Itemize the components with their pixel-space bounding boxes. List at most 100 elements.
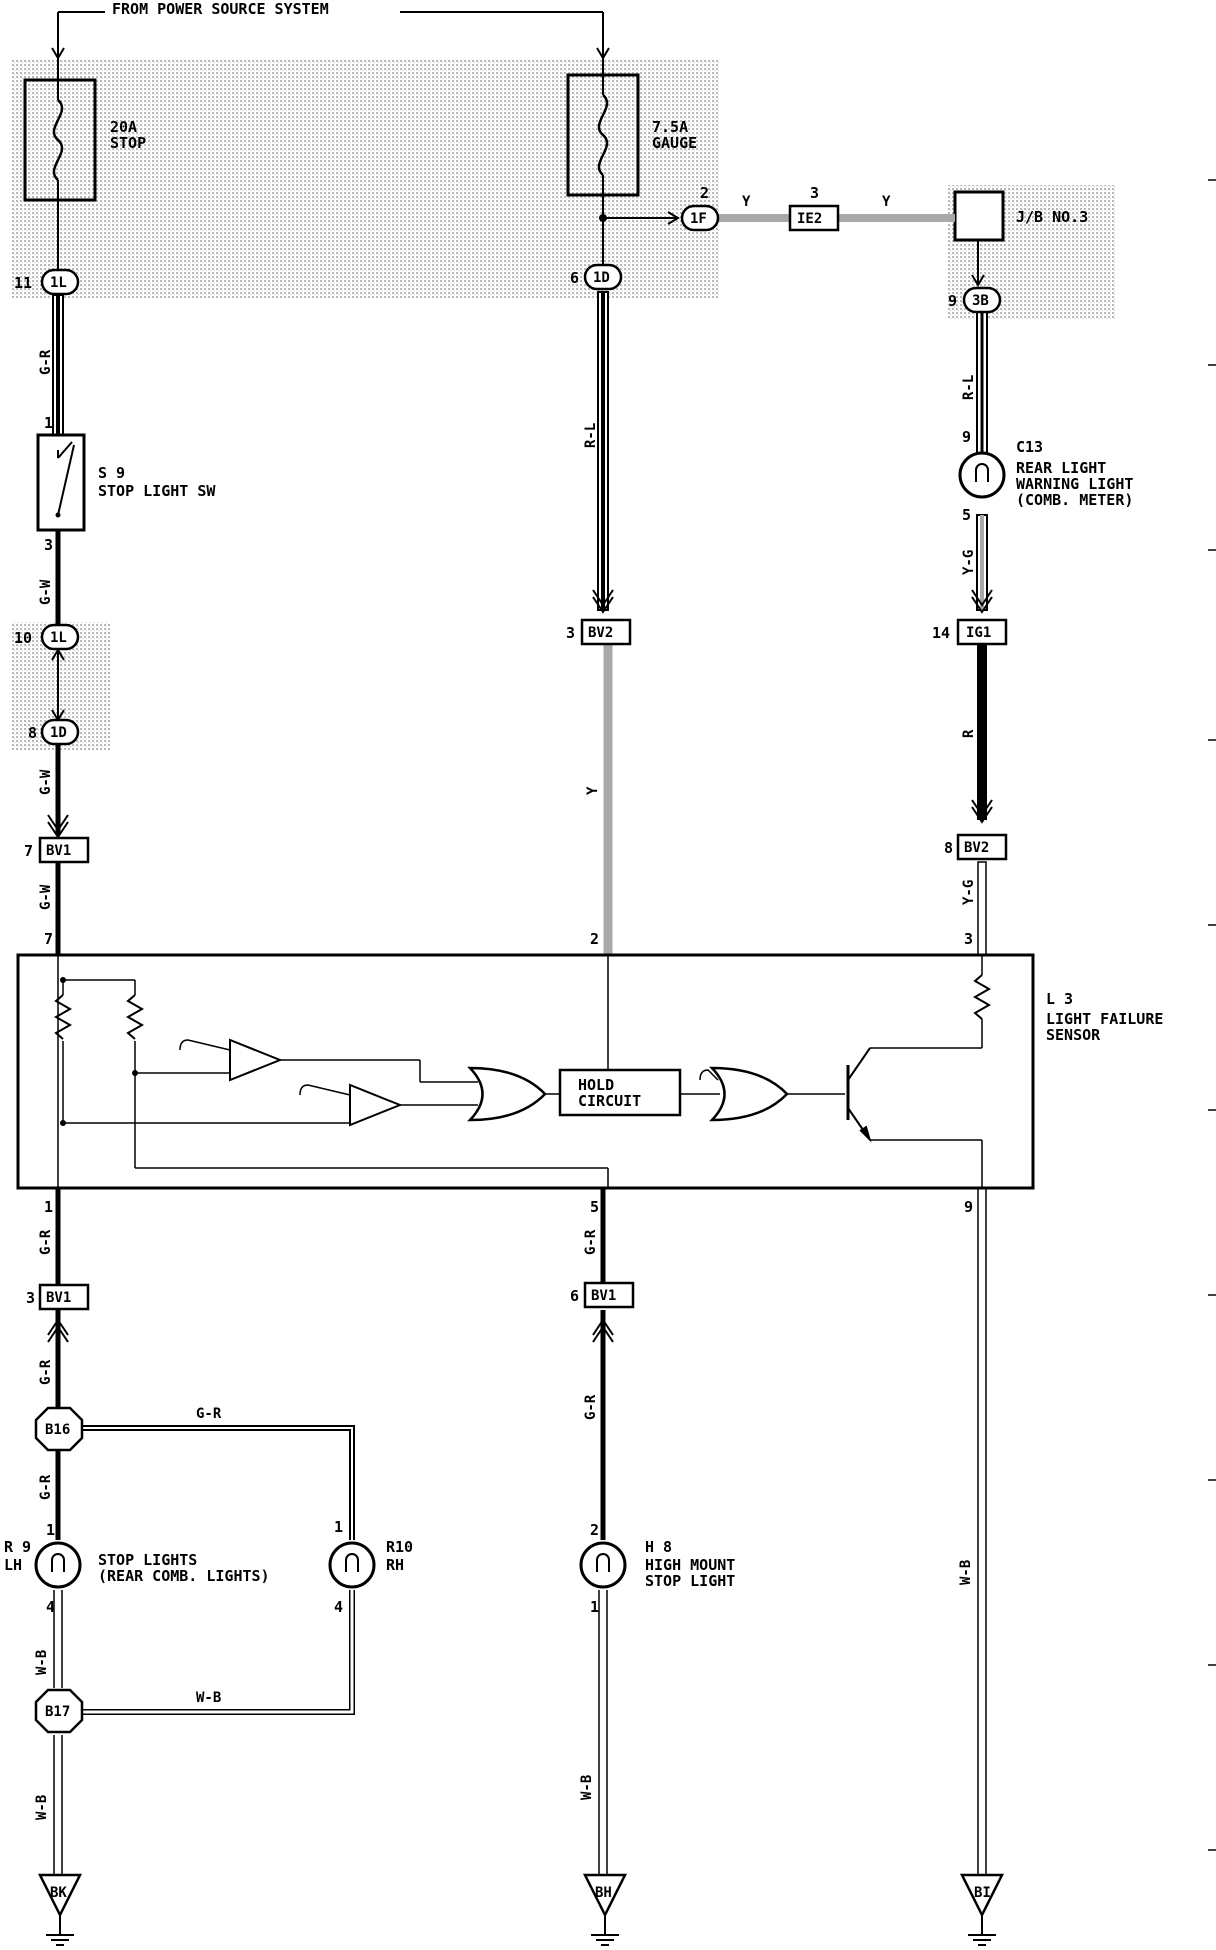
ground-bi: BI <box>959 1873 1005 1946</box>
pin-2-l3: 2 <box>590 930 599 948</box>
connector-bv1-a: BV1 7 <box>24 836 90 864</box>
svg-text:BI: BI <box>974 1885 991 1901</box>
connector-1l-mid: 1L 10 <box>14 623 80 651</box>
pin-5-l3: 5 <box>590 1198 599 1216</box>
junction-block-3: J/B NO.3 <box>953 190 1088 242</box>
svg-text:B17: B17 <box>45 1704 70 1720</box>
junction-b17: B17 <box>34 1688 84 1734</box>
ground-bh: BH <box>582 1873 628 1946</box>
pin-3-bv1: 3 <box>26 1289 35 1307</box>
svg-text:3B: 3B <box>972 293 989 309</box>
pin-1-l3: 1 <box>44 1198 53 1216</box>
pin-2-h8: 2 <box>590 1521 599 1539</box>
wire-label: G-R <box>38 1359 54 1385</box>
connector-1f: 1F 2 <box>680 184 720 232</box>
svg-text:BK: BK <box>50 1885 67 1901</box>
pin-2-1f: 2 <box>700 184 709 202</box>
r9-line1: STOP LIGHTS <box>98 1551 197 1569</box>
wire-label: R-L <box>583 423 599 448</box>
pin-5-c13: 5 <box>962 506 971 524</box>
wire-label: G-W <box>38 579 54 605</box>
l3-line2: SENSOR <box>1046 1026 1101 1044</box>
wire-label: G-R <box>583 1229 599 1255</box>
svg-text:BV1: BV1 <box>46 1290 71 1306</box>
svg-text:IE2: IE2 <box>797 211 822 227</box>
r9-side: LH <box>4 1556 22 1574</box>
fuse-stop-name: STOP <box>110 134 146 152</box>
r9-id: R 9 <box>4 1538 31 1556</box>
l3-line1: LIGHT FAILURE <box>1046 1010 1163 1028</box>
wire-label-y-top1: Y <box>742 194 751 210</box>
pin-7-bv1: 7 <box>24 842 33 860</box>
pin-9-3b: 9 <box>948 292 957 310</box>
s9-id: S 9 <box>98 464 125 482</box>
c13-id: C13 <box>1016 438 1043 456</box>
pin-1-h8: 1 <box>590 1598 599 1616</box>
right-column-wires <box>971 311 993 1875</box>
svg-text:BV1: BV1 <box>46 843 71 859</box>
svg-text:IG1: IG1 <box>966 625 991 641</box>
c13-line1: REAR LIGHT <box>1016 459 1106 477</box>
connector-ig1: IG1 14 <box>932 618 1008 646</box>
pin-3-ie2: 3 <box>810 184 819 202</box>
wire-label: G-W <box>38 769 54 795</box>
rear-light-warning-light: 9 5 C13 REAR LIGHT WARNING LIGHT (COMB. … <box>958 428 1133 524</box>
hold-circuit-line1: HOLD <box>578 1076 614 1094</box>
pin-1-s9: 1 <box>44 414 53 432</box>
r9-line2: (REAR COMB. LIGHTS) <box>98 1567 270 1585</box>
wire-label: G-R <box>38 349 54 375</box>
pin-1-r9: 1 <box>46 1521 55 1539</box>
pin-7-l3: 7 <box>44 930 53 948</box>
pin-3-s9: 3 <box>44 536 53 554</box>
wire-label: W-B <box>958 1560 974 1585</box>
connector-bv2-a: BV2 3 <box>566 618 632 646</box>
pin-8-bv2: 8 <box>944 839 953 857</box>
svg-text:1L: 1L <box>50 275 67 291</box>
s9-name: STOP LIGHT SW <box>98 482 216 500</box>
stop-light-lh: 1 4 R 9 LH STOP LIGHTS (REAR COMB. LIGHT… <box>4 1521 270 1616</box>
l3-id: L 3 <box>1046 990 1073 1008</box>
wire-label-wb-horizontal: W-B <box>196 1690 221 1706</box>
wire-label: R <box>961 729 977 738</box>
pin-4-r10: 4 <box>334 1598 343 1616</box>
svg-text:1D: 1D <box>50 725 67 741</box>
light-failure-sensor: HOLD CIRCUIT 7 2 3 1 5 9 L 3 LIGHT FAILU… <box>16 930 1163 1216</box>
fuse-gauge-rating: 7.5A <box>652 118 688 136</box>
fuse-gauge: 7.5A GAUGE <box>566 58 697 197</box>
connector-bv2-b: BV2 8 <box>944 833 1008 861</box>
wire-label: W-B <box>579 1775 595 1800</box>
svg-text:BV1: BV1 <box>591 1288 616 1304</box>
fuse-stop-rating: 20A <box>110 118 137 136</box>
junction-b16: B16 <box>34 1406 84 1452</box>
pin-9-l3: 9 <box>964 1198 973 1216</box>
svg-text:B16: B16 <box>45 1422 70 1438</box>
pin-6-bv1: 6 <box>570 1287 579 1305</box>
r10-side: RH <box>386 1556 404 1574</box>
ground-bk: BK <box>37 1873 83 1946</box>
source-label: FROM POWER SOURCE SYSTEM <box>112 0 329 18</box>
gauge-branch <box>599 195 985 287</box>
svg-text:1F: 1F <box>690 211 707 227</box>
shaded-area-junction <box>12 60 720 298</box>
h8-id: H 8 <box>645 1538 672 1556</box>
stop-light-rh: 1 4 R10 RH <box>328 1518 413 1616</box>
wire-label: W-B <box>34 1650 50 1675</box>
pin-14: 14 <box>932 624 950 642</box>
pin-6: 6 <box>570 269 579 287</box>
fuse-stop: 20A STOP <box>23 58 146 202</box>
connector-bv1-c: BV1 6 <box>570 1281 635 1309</box>
wire-label: G-R <box>583 1394 599 1420</box>
pin-3-l3: 3 <box>964 930 973 948</box>
connector-1l-top: 1L 11 <box>14 268 80 296</box>
wire-label: G-R <box>38 1229 54 1255</box>
power-source-header: FROM POWER SOURCE SYSTEM <box>51 0 610 60</box>
wire-label: R-L <box>961 375 977 400</box>
wire-label: W-B <box>34 1795 50 1820</box>
c13-line3: (COMB. METER) <box>1016 491 1133 509</box>
high-mount-stop-light: 2 1 H 8 HIGH MOUNT STOP LIGHT <box>579 1521 735 1616</box>
pin-1-r10: 1 <box>334 1518 343 1536</box>
connector-3b: 3B 9 <box>948 286 1002 314</box>
pin-11: 11 <box>14 274 32 292</box>
connector-bv1-b: BV1 3 <box>26 1283 90 1311</box>
